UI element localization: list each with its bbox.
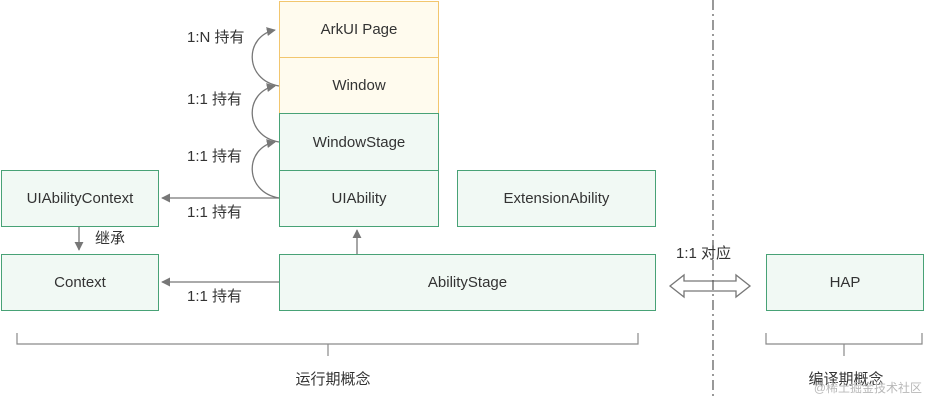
- node-ui-ability: UIAbility: [279, 170, 439, 227]
- node-arkui-page: ArkUI Page: [279, 1, 439, 58]
- curve-window-to-arkui-page: [251, 27, 280, 87]
- node-ability-stage: AbilityStage: [279, 254, 656, 311]
- watermark: @稀土掘金技术社区: [813, 381, 922, 395]
- node-label: Window: [332, 77, 386, 94]
- edge-label-ui-ability-window-stage: 1:1 持有: [187, 148, 243, 165]
- node-hap: HAP: [766, 254, 924, 311]
- edge-label-ability-stage-context: 1:1 持有: [187, 288, 243, 305]
- node-label: WindowStage: [312, 133, 406, 151]
- group-label-compile-time: 编译期概念: [808, 371, 884, 388]
- node-label: AbilityStage: [427, 274, 508, 291]
- compile-time-brace: [765, 333, 923, 356]
- node-label: ArkUI Page: [320, 21, 398, 38]
- curve-window-stage-to-window: [251, 83, 280, 143]
- node-label: UIAbility: [331, 190, 387, 207]
- node-window: Window: [279, 57, 439, 114]
- node-extension-ability: ExtensionAbility: [457, 170, 656, 227]
- curve-ui-ability-to-window-stage: [251, 139, 280, 199]
- edge-label-ability-stage-hap: 1:1 对应: [676, 245, 732, 262]
- node-window-stage: WindowStage: [279, 113, 439, 171]
- edge-label-window-arkui-page: 1:N 持有: [187, 29, 245, 46]
- node-ui-ability-context: UIAbilityContext: [1, 170, 159, 227]
- edge-label-inherit: 继承: [95, 230, 126, 247]
- edge-label-window-stage-window: 1:1 持有: [187, 91, 243, 108]
- runtime-brace: [16, 333, 639, 356]
- double-arrow-ability-stage-hap: [668, 273, 752, 299]
- edge-label-ui-ability-context: 1:1 持有: [187, 204, 243, 221]
- node-label: ExtensionAbility: [503, 190, 610, 207]
- node-context: Context: [1, 254, 159, 311]
- group-label-runtime: 运行期概念: [295, 371, 371, 388]
- node-label: Context: [54, 274, 106, 291]
- node-label: HAP: [829, 274, 861, 291]
- node-label: UIAbilityContext: [26, 190, 134, 207]
